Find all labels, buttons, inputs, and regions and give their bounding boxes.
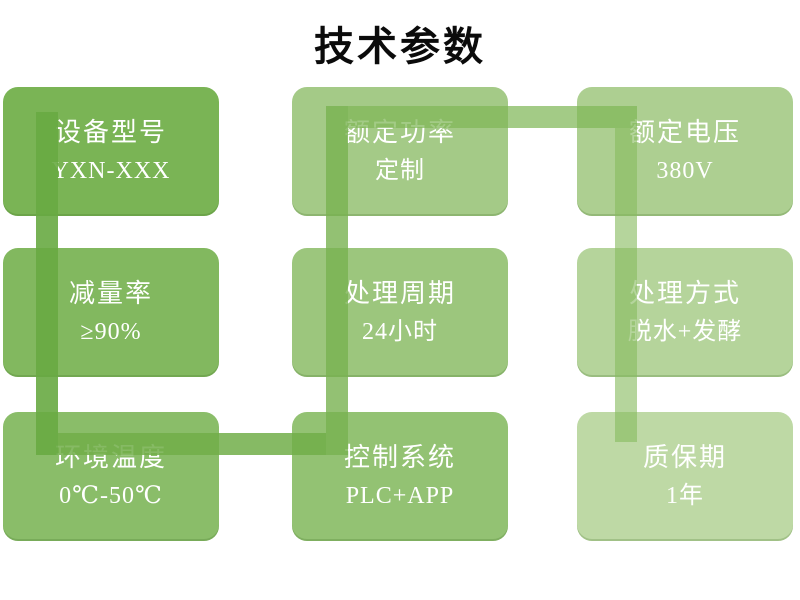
param-box-processing-method: 处理方式 脱水+发酵 bbox=[577, 248, 793, 377]
param-value: 380V bbox=[656, 158, 714, 184]
param-value: 定制 bbox=[375, 158, 425, 184]
connector-segment-up-1 bbox=[326, 106, 348, 455]
connector-segment-right-2 bbox=[348, 106, 637, 128]
connector-segment-right-1 bbox=[58, 433, 326, 455]
param-value: 脱水+发酵 bbox=[627, 319, 743, 345]
param-value: PLC+APP bbox=[345, 483, 455, 509]
connector-segment-down-2 bbox=[615, 128, 637, 442]
param-label: 减量率 bbox=[68, 279, 153, 308]
param-box-processing-cycle: 处理周期 24小时 bbox=[292, 248, 508, 377]
param-value: ≥90% bbox=[80, 319, 142, 345]
param-label: 质保期 bbox=[642, 443, 727, 472]
connector-segment-down-1 bbox=[36, 112, 58, 455]
param-value: 24小时 bbox=[362, 319, 438, 345]
param-value: YXN-XXX bbox=[51, 158, 171, 184]
param-label: 处理方式 bbox=[628, 279, 741, 308]
param-value: 1年 bbox=[666, 483, 704, 509]
param-label: 处理周期 bbox=[343, 279, 456, 308]
param-label: 设备型号 bbox=[54, 118, 167, 147]
page-title: 技术参数 bbox=[314, 25, 486, 69]
param-label: 控制系统 bbox=[343, 443, 456, 472]
param-value: 0℃-50℃ bbox=[59, 483, 163, 509]
param-label: 额定电压 bbox=[628, 118, 741, 147]
param-box-control-system: 控制系统 PLC+APP bbox=[292, 412, 508, 541]
param-box-warranty: 质保期 1年 bbox=[577, 412, 793, 541]
